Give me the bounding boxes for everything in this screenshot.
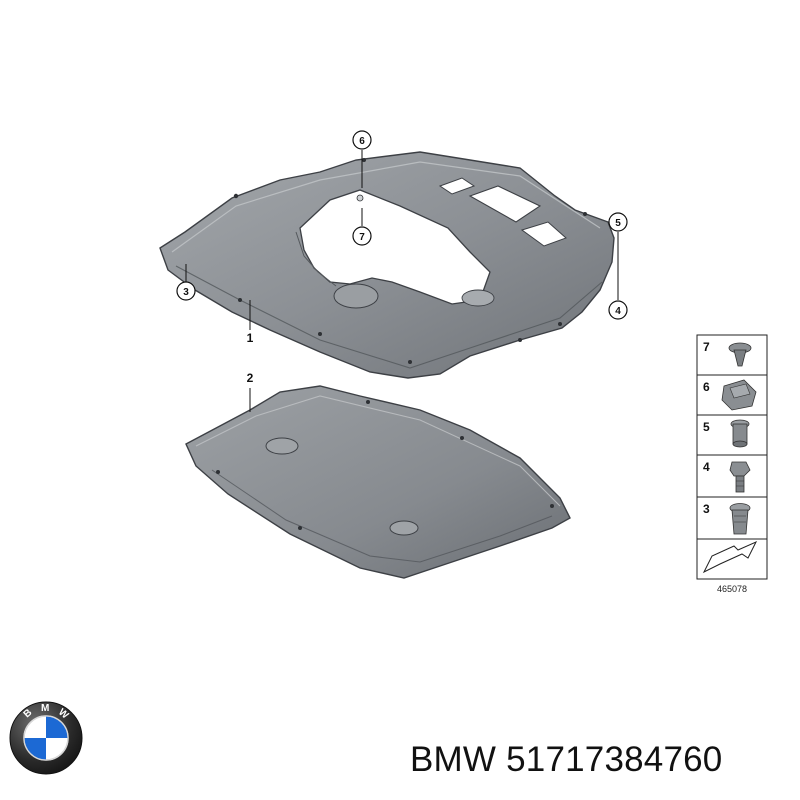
upper-underbody-shield — [159, 151, 615, 379]
callout-4: 4 — [608, 300, 628, 320]
part-number: 51717384760 — [506, 740, 723, 779]
callout-5: 5 — [608, 212, 628, 232]
legend-item-6-label: 6 — [703, 380, 710, 394]
clip-nut-icon — [721, 379, 757, 411]
direction-arrow-icon — [702, 540, 758, 574]
legend-item-4-label: 4 — [703, 460, 710, 474]
callout-3: 3 — [176, 281, 196, 301]
callout-7-label: 7 — [359, 232, 365, 243]
part-label-1: 1 — [247, 331, 254, 345]
legend-item-7-label: 7 — [703, 340, 710, 354]
legend-item-6: 6 — [696, 374, 768, 416]
bmw-roundel-logo: B M W — [9, 701, 83, 775]
bolt-icon — [729, 461, 751, 493]
diagram-code: 465078 — [717, 584, 747, 594]
callout-3-label: 3 — [183, 287, 189, 298]
callout-6: 6 — [352, 130, 372, 150]
lower-underbody-shield — [185, 385, 571, 579]
legend-arrow-box — [696, 538, 768, 580]
legend-item-4: 4 — [696, 454, 768, 498]
legend-item-3-label: 3 — [703, 502, 710, 516]
callout-6-label: 6 — [359, 136, 365, 147]
leader-lines — [185, 150, 619, 412]
callout-5-label: 5 — [615, 218, 621, 229]
push-clip-icon — [729, 503, 751, 535]
callout-7: 7 — [352, 226, 372, 246]
legend-item-7: 7 — [696, 334, 768, 376]
sleeve-icon — [730, 419, 750, 448]
callout-4-label: 4 — [615, 306, 621, 317]
logo-letter-m: M — [41, 703, 49, 714]
legend-item-5: 5 — [696, 414, 768, 456]
expansion-rivet-icon — [728, 342, 752, 367]
lower-shield-body — [185, 385, 571, 579]
legend-item-5-label: 5 — [703, 420, 710, 434]
legend-item-3: 3 — [696, 496, 768, 540]
brand-name: BMW — [410, 740, 497, 779]
part-label-2: 2 — [247, 371, 254, 385]
fastener-legend: 7 6 5 4 — [696, 334, 768, 594]
upper-shield-opening — [468, 185, 542, 223]
